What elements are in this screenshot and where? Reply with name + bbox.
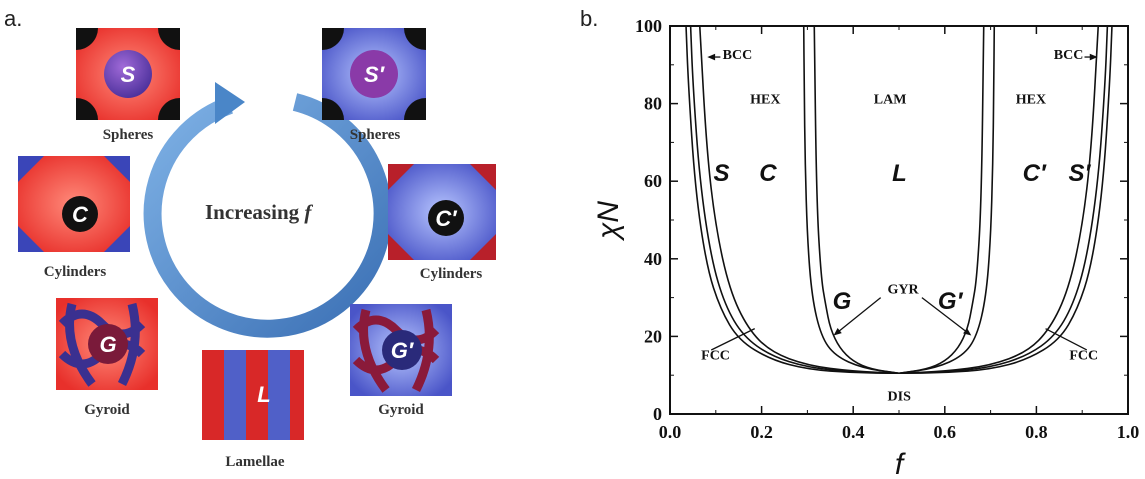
x-tick-label: 0.4 — [842, 422, 865, 442]
x-tick-label: 0.0 — [659, 422, 682, 442]
x-axis-title: f — [895, 448, 906, 479]
phase-letter-c-prime: C′ — [1023, 160, 1047, 187]
phase-letter-g-prime: G′ — [938, 288, 964, 315]
phase-boundary-line-0 — [802, 25, 900, 375]
cube-letter-g: G — [99, 332, 116, 357]
region-label-fcc-right: FCC — [1069, 349, 1098, 364]
sphere-cube-s-prime-icon: S′ — [322, 28, 426, 120]
y-tick-label: 20 — [644, 326, 662, 346]
caption-gyroid-right: Gyroid — [378, 402, 424, 418]
sphere-cube-s-icon: S — [76, 28, 180, 120]
cube-letter-l: L — [257, 382, 270, 407]
gyr-left-arrow — [834, 297, 882, 335]
phase-letter-s-prime: S′ — [1068, 160, 1091, 187]
y-tick-label: 40 — [644, 249, 662, 269]
y-tick-label: 80 — [644, 94, 662, 114]
cylinder-cube-c-icon: C — [18, 156, 130, 252]
region-label-hex-left: HEX — [750, 93, 780, 108]
cylinder-cube-c-prime-icon: C′ — [388, 164, 496, 260]
x-tick-label: 1.0 — [1117, 422, 1140, 442]
gyr-right-arrow — [921, 297, 971, 335]
region-label-dis: DIS — [888, 389, 912, 404]
caption-spheres-right: Spheres — [349, 127, 401, 143]
phase-letter-g: G — [833, 288, 852, 315]
phase-boundary-line-4 — [698, 25, 900, 375]
x-tick-label: 0.2 — [750, 422, 773, 442]
increasing-f-label: Increasing f — [205, 200, 312, 224]
caption-gyroid-left: Gyroid — [84, 402, 130, 418]
region-label-bcc-right: BCC — [1054, 48, 1084, 63]
region-label-bcc-left: BCC — [723, 48, 753, 63]
phase-boundary-line-5 — [898, 25, 1100, 375]
phase-boundary-line-7 — [898, 25, 1109, 375]
region-label-hex-right: HEX — [1016, 93, 1046, 108]
circular-arrow-icon — [143, 82, 392, 338]
region-label-lam: LAM — [874, 93, 907, 108]
phase-boundary-line-2 — [813, 25, 900, 375]
x-tick-label: 0.8 — [1025, 422, 1048, 442]
gyroid-cube-g-icon: G — [56, 298, 158, 390]
phase-boundary-line-1 — [898, 25, 996, 375]
fcc-left-pointer — [710, 328, 756, 351]
caption-spheres-left: Spheres — [102, 127, 154, 143]
y-tick-label: 60 — [644, 171, 662, 191]
bcc-left-arrow-head — [707, 53, 716, 61]
phase-letter-c: C — [759, 160, 777, 187]
gyroid-cube-g-prime-icon: G′ — [350, 304, 452, 396]
plot-frame — [669, 25, 1129, 415]
caption-cylinders-right: Cylinders — [419, 266, 483, 282]
fcc-right-pointer — [1045, 328, 1088, 351]
region-label-gyr: GYR — [888, 283, 920, 298]
phase-letter-s: S — [714, 160, 730, 187]
region-label-fcc-left: FCC — [701, 349, 730, 364]
phase-boundary-line-6 — [689, 25, 900, 375]
x-tick-label: 0.6 — [934, 422, 957, 442]
cube-letter-g-prime: G′ — [391, 338, 415, 363]
phase-boundary-line-3 — [898, 25, 985, 375]
cube-letter-s: S — [121, 62, 136, 87]
y-axis-title: χN — [592, 201, 625, 242]
panel-b-label: b. — [580, 6, 599, 31]
phase-boundary-line-8 — [685, 25, 900, 375]
phase-letter-l: L — [892, 160, 907, 187]
cube-letter-c-prime: C′ — [435, 206, 458, 231]
gyr-left-arrow-head — [833, 328, 842, 336]
lamellae-cube-l-icon: L — [202, 350, 304, 440]
gyr-right-arrow-head — [963, 328, 972, 336]
caption-lamellae: Lamellae — [225, 454, 285, 470]
panel-a-label: a. — [4, 6, 23, 31]
y-tick-label: 0 — [653, 404, 662, 424]
cube-letter-c: C — [72, 202, 89, 227]
cube-letter-s-prime: S′ — [364, 62, 386, 87]
bcc-right-arrow-head — [1089, 53, 1098, 61]
caption-cylinders-left: Cylinders — [43, 264, 107, 280]
y-tick-label: 100 — [635, 16, 662, 36]
phase-boundary-line-9 — [898, 25, 1113, 375]
